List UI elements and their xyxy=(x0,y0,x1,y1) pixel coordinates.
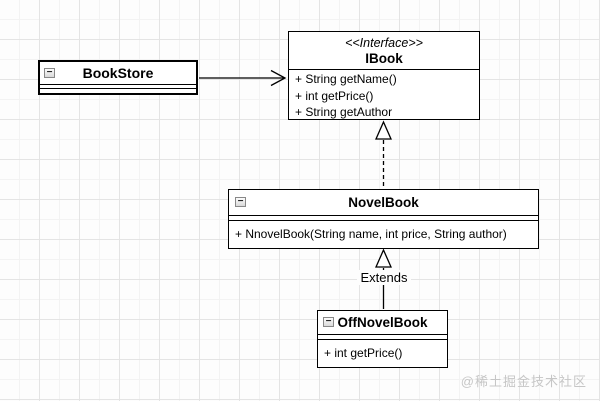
method-item: + int getPrice() xyxy=(295,88,374,103)
edge-label-extends[interactable]: Extends xyxy=(357,270,411,285)
compartment-divider xyxy=(289,69,479,70)
class-title-bar: − BookStore xyxy=(40,62,196,84)
compartment-divider xyxy=(229,215,538,216)
class-box-offnovelbook[interactable]: − OffNovelBook + int getPrice() xyxy=(317,310,448,368)
collapse-icon[interactable]: − xyxy=(323,317,334,327)
compartment-divider xyxy=(318,334,447,335)
empty-methods-compartment xyxy=(40,89,196,93)
interface-stereotype: <<Interface>> xyxy=(345,35,423,50)
collapse-icon[interactable]: − xyxy=(235,197,246,207)
class-box-bookstore[interactable]: − BookStore xyxy=(38,60,198,95)
realization-arrow-novelbook-ibook[interactable] xyxy=(375,120,392,188)
method-item: + NnovelBook(String name, int price, Str… xyxy=(235,227,507,242)
methods-compartment: + NnovelBook(String name, int price, Str… xyxy=(229,221,538,248)
association-arrow-bookstore-ibook[interactable] xyxy=(199,69,287,87)
watermark-text: @稀土掘金技术社区 xyxy=(460,374,587,389)
class-title-bar: <<Interface>> IBook xyxy=(289,32,479,69)
compartment-divider xyxy=(229,220,538,221)
compartment-divider xyxy=(318,339,447,340)
class-box-novelbook[interactable]: − NovelBook + NnovelBook(String name, in… xyxy=(228,189,539,249)
method-item: + String getAuthor xyxy=(295,105,393,119)
class-name-bookstore: BookStore xyxy=(82,65,154,81)
class-title-bar: − OffNovelBook xyxy=(318,311,447,334)
collapse-icon[interactable]: − xyxy=(44,68,55,78)
methods-compartment: + String getName() + int getPrice() + St… xyxy=(289,70,479,121)
class-name-offnovelbook: OffNovelBook xyxy=(337,315,428,330)
method-item: + String getName() xyxy=(295,72,397,86)
methods-compartment: + int getPrice() xyxy=(318,340,447,367)
class-name-ibook: IBook xyxy=(365,50,403,66)
class-box-ibook[interactable]: <<Interface>> IBook + String getName() +… xyxy=(288,31,480,120)
class-name-novelbook: NovelBook xyxy=(348,195,419,210)
method-item: + int getPrice() xyxy=(324,346,403,361)
compartment-divider xyxy=(40,84,196,85)
class-title-bar: − NovelBook xyxy=(229,190,538,215)
compartment-divider xyxy=(40,88,196,89)
